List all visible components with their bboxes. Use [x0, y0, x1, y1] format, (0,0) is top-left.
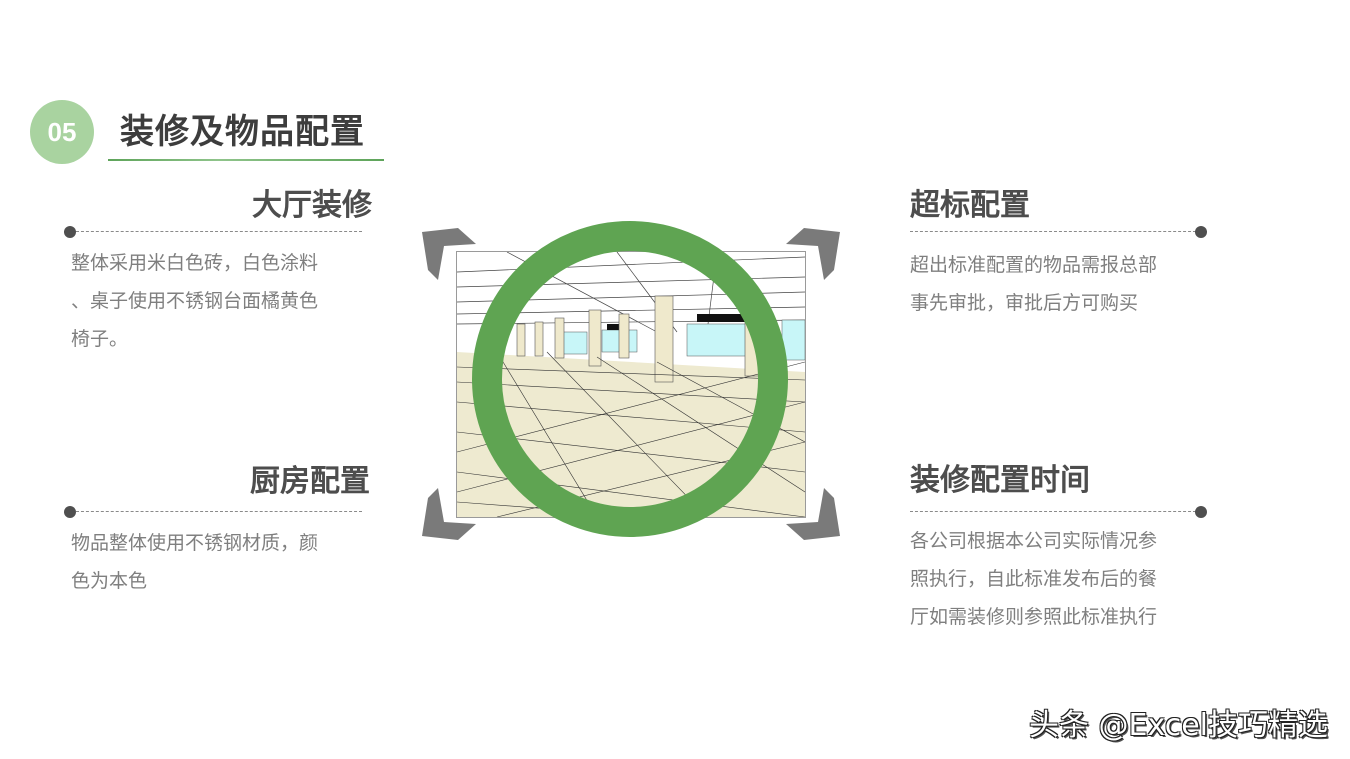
- body-line: 、桌子使用不锈钢台面橘黄色: [71, 290, 319, 312]
- corner-arrow-bottom-right-icon: [786, 488, 840, 540]
- focus-ring: [472, 221, 788, 537]
- body-line: 整体采用米白色砖，白色涂料: [71, 252, 319, 274]
- bullet-dot-icon: [1195, 226, 1207, 238]
- bullet-dot-icon: [64, 506, 76, 518]
- corner-arrow-top-left-icon: [422, 228, 476, 280]
- corner-arrow-bottom-left-icon: [422, 488, 476, 540]
- bullet-dot-icon: [1195, 506, 1207, 518]
- section-body-kitchen: 物品整体使用不锈钢材质，颜 色为本色: [71, 524, 371, 600]
- dashed-divider: [910, 231, 1196, 232]
- section-number-badge: 05: [30, 100, 94, 164]
- corner-arrow-top-right-icon: [786, 228, 840, 280]
- section-body-hall: 整体采用米白色砖，白色涂料 、桌子使用不锈钢台面橘黄色 椅子。: [71, 244, 371, 358]
- section-title-over-standard: 超标配置: [910, 188, 1030, 223]
- dashed-divider: [910, 511, 1196, 512]
- body-line: 厅如需装修则参照此标准执行: [910, 606, 1158, 628]
- section-body-over-standard: 超出标准配置的物品需报总部 事先审批，审批后方可购买: [910, 246, 1210, 322]
- title-underline: [108, 159, 384, 161]
- page-title: 装修及物品配置: [120, 112, 365, 152]
- body-line: 照执行，自此标准发布后的餐: [910, 568, 1158, 590]
- body-line: 超出标准配置的物品需报总部: [910, 254, 1158, 276]
- section-title-timing: 装修配置时间: [910, 463, 1090, 498]
- body-line: 椅子。: [71, 328, 129, 350]
- section-number: 05: [47, 116, 77, 147]
- section-title-hall: 大厅装修: [252, 188, 372, 223]
- body-line: 色为本色: [71, 570, 148, 592]
- body-line: 各公司根据本公司实际情况参: [910, 530, 1158, 552]
- watermark: 头条 @Excel技巧精选: [1028, 708, 1328, 743]
- dashed-divider: [76, 511, 362, 512]
- body-line: 事先审批，审批后方可购买: [910, 292, 1139, 314]
- section-body-timing: 各公司根据本公司实际情况参 照执行，自此标准发布后的餐 厅如需装修则参照此标准执…: [910, 522, 1210, 636]
- section-title-kitchen: 厨房配置: [250, 464, 370, 499]
- dashed-divider: [76, 231, 362, 232]
- bullet-dot-icon: [64, 226, 76, 238]
- body-line: 物品整体使用不锈钢材质，颜: [71, 532, 319, 554]
